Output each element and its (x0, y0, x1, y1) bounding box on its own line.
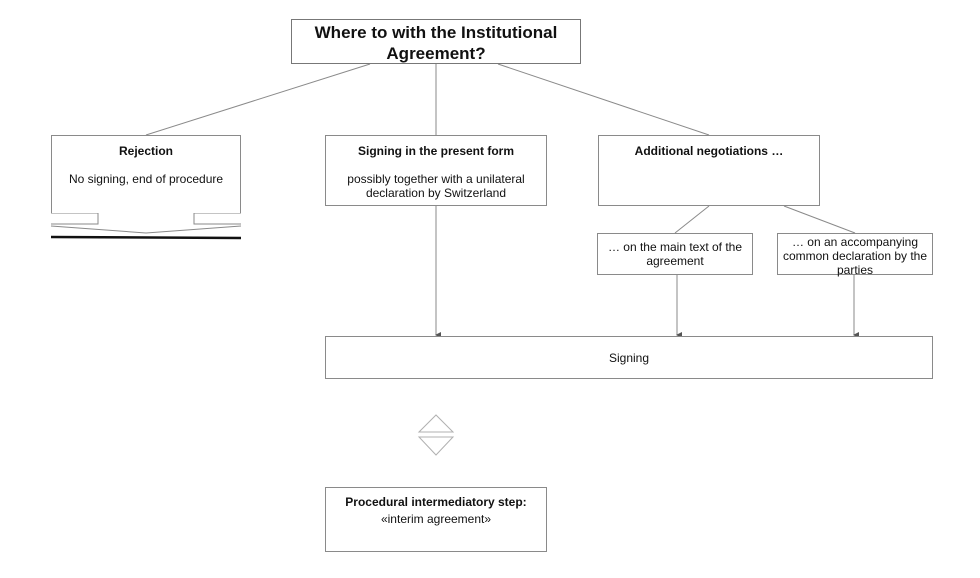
signing-box: Signing (325, 336, 933, 379)
rejection-heading: Rejection (118, 144, 173, 158)
diagram-title-line-1: Where to with the Institutional (314, 23, 558, 42)
connector-negotiations-to-main-text (674, 205, 710, 234)
main-text-negotiation-box: … on the main text of the agreement (597, 233, 753, 275)
signing-present-form-description: possibly together with a unilateral decl… (347, 172, 525, 200)
main-text-negotiation-label: … on the main text of the agreement (607, 240, 743, 268)
signing-present-form-option-box: Signing in the present form possibly tog… (325, 135, 547, 206)
signing-label: Signing (608, 351, 650, 365)
interim-agreement-box: Procedural intermediatory step: «interim… (325, 487, 547, 552)
signing-present-form-heading: Signing in the present form (357, 144, 514, 158)
rejection-description: No signing, end of procedure (68, 172, 224, 186)
diagram-title-line-2: Agreement? (386, 44, 486, 63)
bidirectional-arrow-icon (417, 414, 455, 456)
connector-title-to-negotiations (497, 63, 710, 136)
additional-negotiations-option-box: Additional negotiations … (598, 135, 820, 206)
interim-agreement-label: «interim agreement» (380, 512, 492, 526)
additional-negotiations-heading: Additional negotiations … (634, 144, 784, 158)
rejection-option-box: Rejection No signing, end of procedure (51, 135, 241, 213)
connector-negotiations-to-common-declaration (783, 205, 856, 234)
diagram-title-box: Where to with the Institutional Agreemen… (291, 19, 581, 64)
connector-title-to-rejection (145, 63, 371, 136)
common-declaration-negotiation-label: … on an accompanying common declaration … (782, 235, 928, 277)
interim-agreement-heading: Procedural intermediatory step: (345, 495, 527, 509)
common-declaration-negotiation-box: … on an accompanying common declaration … (777, 233, 933, 277)
rejection-dead-end-barrier (50, 212, 242, 240)
